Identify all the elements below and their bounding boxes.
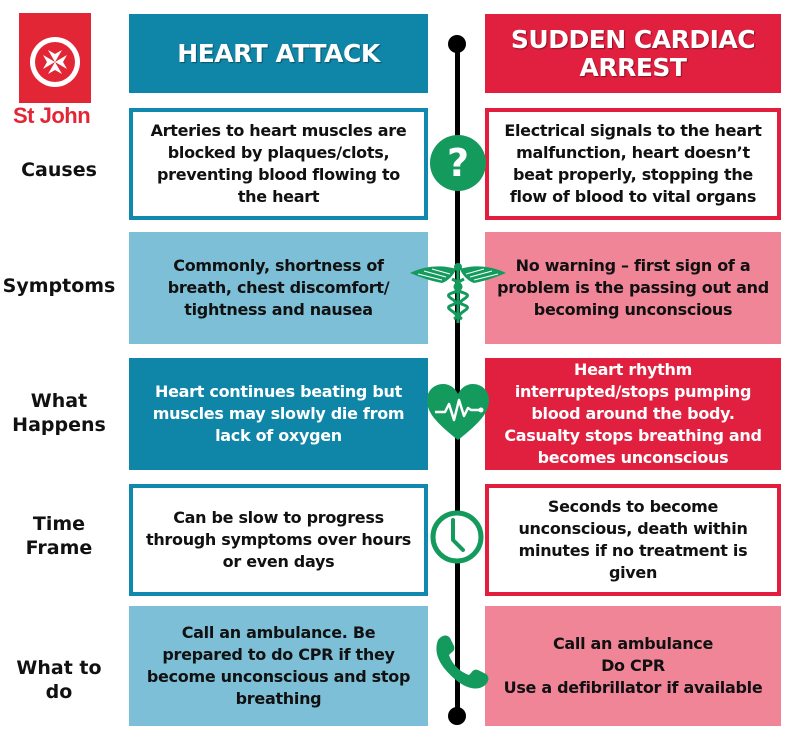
phone-icon: [436, 635, 489, 689]
svg-text:?: ?: [447, 141, 469, 185]
row-label-time-frame: Time Frame: [25, 513, 93, 559]
logo-wordmark: St John: [13, 103, 91, 128]
time-frame-heart-attack: Can be slow to progress through symptoms…: [129, 484, 428, 596]
timeline-dot-top: [448, 35, 466, 53]
what-happens-heart-attack: Heart continues beating but muscles may …: [129, 358, 428, 470]
st-john-logo: [19, 13, 91, 103]
timeline-line: [455, 42, 460, 718]
row-label-symptoms: Symptoms: [2, 275, 116, 297]
heart-attack-title: HEART ATTACK: [177, 38, 380, 68]
heart-attack-header: HEART ATTACK: [129, 14, 428, 93]
caduceus-icon: [410, 263, 506, 323]
logo-emblem: [30, 37, 80, 87]
time-frame-cardiac-arrest: Seconds to become unconscious, death wit…: [485, 484, 781, 596]
symptoms-cardiac-arrest: No warning – first sign of a problem is …: [485, 232, 781, 344]
cardiac-arrest-title-line2: ARREST: [579, 52, 688, 82]
timeline-dot-bottom: [448, 707, 466, 725]
cardiac-arrest-title-line1: SUDDEN CARDIAC: [510, 24, 756, 54]
what-to-do-heart-attack: Call an ambulance. Be prepared to do CPR…: [129, 606, 428, 726]
symptoms-heart-attack: Commonly, shortness of breath, chest dis…: [129, 232, 428, 344]
heartbeat-icon: [427, 384, 489, 440]
causes-heart-attack: Arteries to heart muscles are blocked by…: [129, 108, 428, 220]
what-happens-cardiac-arrest: Heart rhythm interrupted/stops pumping b…: [485, 358, 781, 470]
clock-icon: [430, 510, 484, 564]
what-to-do-cardiac-arrest: Call an ambulance Do CPR Use a defibrill…: [485, 606, 781, 726]
maltese-cross-icon: [43, 50, 67, 74]
question-mark-icon: ?: [430, 135, 486, 191]
row-label-causes: Causes: [21, 159, 97, 181]
cardiac-arrest-header: SUDDEN CARDIAC ARREST: [485, 14, 781, 93]
row-label-what-happens: What Happens: [12, 390, 106, 436]
row-label-what-to-do: What to do: [16, 657, 102, 703]
causes-cardiac-arrest: Electrical signals to the heart malfunct…: [485, 108, 781, 220]
